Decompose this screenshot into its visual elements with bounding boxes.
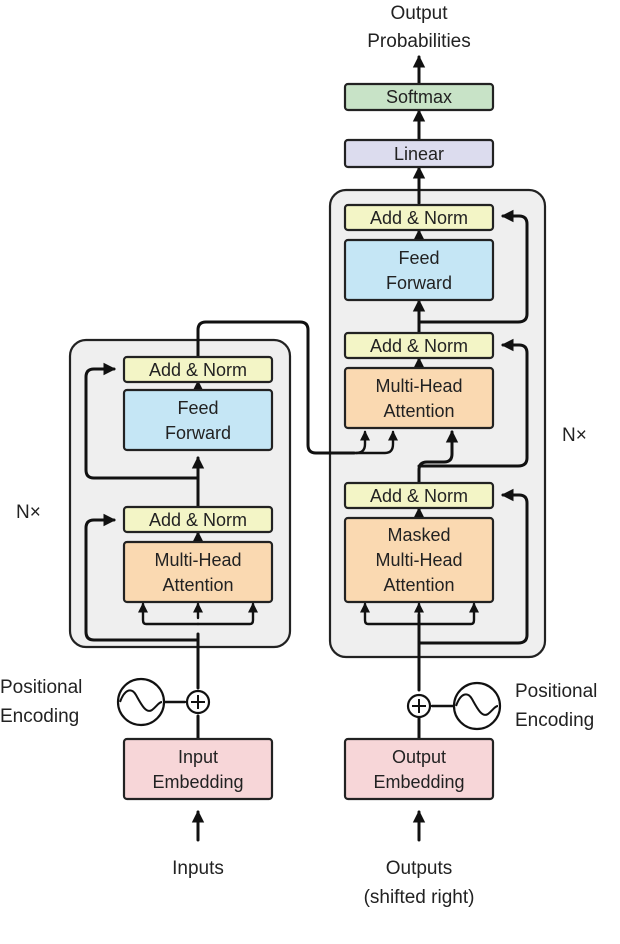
output-label-2: Probabilities — [367, 31, 471, 52]
decoder-add-norm-bottom-box — [343, 481, 495, 510]
decoder-cross-attention-label-2: Attention — [383, 401, 454, 421]
inputs-label: Inputs — [172, 858, 224, 879]
decoder-feed-forward-label-1: Feed — [398, 248, 439, 268]
linear-box — [343, 138, 495, 169]
input-embedding-label-1: Input — [178, 747, 218, 767]
encoder-pe-label-2: Encoding — [0, 706, 79, 727]
decoder-masked-attention-label-2: Multi-Head — [375, 550, 462, 570]
linear-label: Linear — [394, 144, 444, 164]
encoder-attention-box — [122, 540, 274, 604]
decoder-add-norm-bottom-label: Add & Norm — [370, 486, 468, 506]
softmax-box — [343, 82, 495, 112]
encoder-feed-forward-box — [122, 388, 274, 452]
encoder-attention-label-2: Attention — [162, 575, 233, 595]
decoder-cross-attention-label-1: Multi-Head — [375, 376, 462, 396]
circle-plus-icon — [185, 689, 211, 715]
input-embedding-label-2: Embedding — [152, 772, 243, 792]
encoder-stack: Add & Norm Feed Forward Add & Norm Multi… — [16, 355, 274, 604]
decoder-cross-attention-box — [343, 366, 495, 430]
output-head: Linear Softmax Output Probabilities — [343, 3, 495, 169]
output-label-1: Output — [390, 3, 448, 24]
output-embedding-box — [343, 737, 495, 801]
connections — [84, 55, 529, 842]
input-embedding-box — [122, 737, 274, 801]
encoder-positional-encoding: Positional Encoding — [0, 677, 166, 727]
outputs-label-1: Outputs — [386, 858, 453, 879]
decoder-add-norm-mid-label: Add & Norm — [370, 336, 468, 356]
decoder-add-norm-top-label: Add & Norm — [370, 208, 468, 228]
decoder-add-norm-top-box — [343, 203, 495, 232]
outputs-label-2: (shifted right) — [364, 887, 475, 908]
encoder-add-node — [185, 689, 211, 715]
decoder-masked-attention-label-3: Attention — [383, 575, 454, 595]
circle-plus-icon — [406, 693, 432, 719]
output-embedding-label-1: Output — [392, 747, 446, 767]
decoder-add-norm-mid-box — [343, 331, 495, 360]
decoder-stack: Add & Norm Feed Forward Add & Norm Multi… — [343, 203, 587, 604]
output-embedding-label-2: Embedding — [373, 772, 464, 792]
sine-wave-icon — [452, 681, 502, 731]
decoder-masked-attention-box — [343, 516, 495, 604]
decoder-positional-encoding: Positional Encoding — [452, 681, 597, 731]
encoder-repeat-label: N× — [16, 502, 41, 523]
decoder-feed-forward-label-2: Forward — [386, 273, 452, 293]
encoder-add-norm-top-box — [122, 355, 274, 384]
encoder-add-norm-top-label: Add & Norm — [149, 360, 247, 380]
encoder-pe-label-1: Positional — [0, 677, 82, 698]
encoder-feed-forward-label-1: Feed — [177, 398, 218, 418]
embeddings: Input Embedding Output Embedding — [122, 737, 495, 801]
decoder-feed-forward-box — [343, 238, 495, 302]
sine-wave-icon — [116, 677, 166, 727]
encoder-add-norm-bottom-label: Add & Norm — [149, 510, 247, 530]
decoder-pe-label-2: Encoding — [515, 710, 594, 731]
decoder-repeat-label: N× — [562, 425, 587, 446]
decoder-masked-attention-label-1: Masked — [387, 525, 450, 545]
decoder-add-node — [406, 693, 432, 719]
encoder-feed-forward-label-2: Forward — [165, 423, 231, 443]
softmax-label: Softmax — [386, 87, 452, 107]
encoder-attention-label-1: Multi-Head — [154, 550, 241, 570]
encoder-add-norm-bottom-box — [122, 505, 274, 534]
decoder-pe-label-1: Positional — [515, 681, 597, 702]
